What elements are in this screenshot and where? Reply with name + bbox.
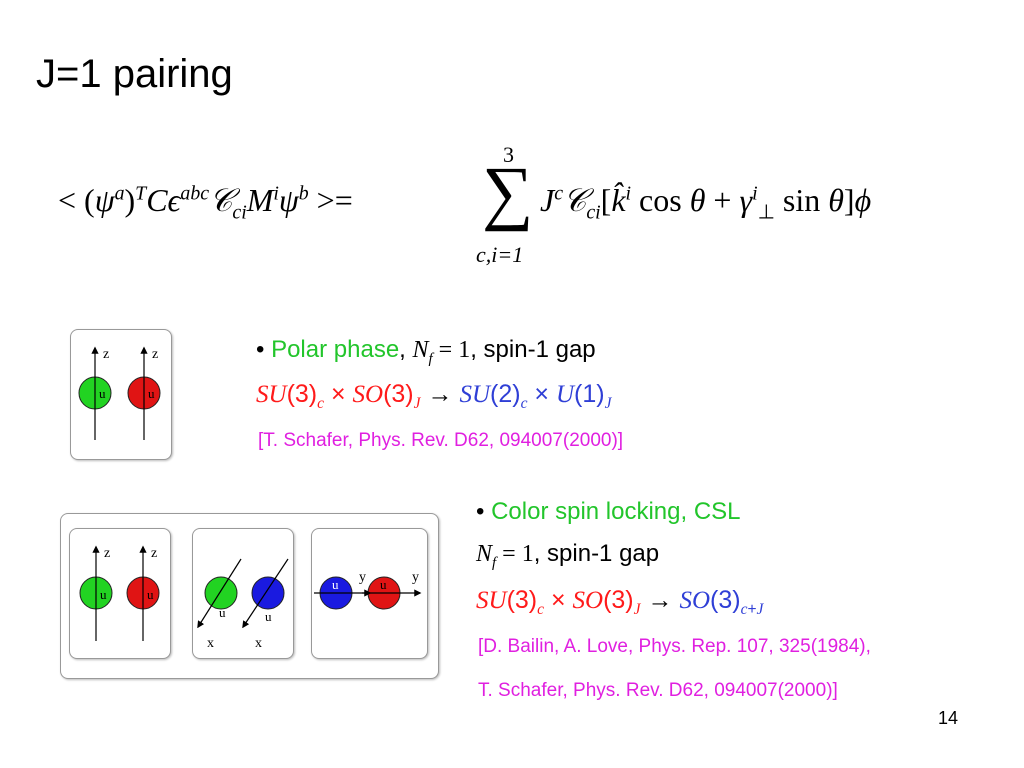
- polar-symmetry-breaking: SU(3)c × SO(3)J → SU(2)c × U(1)J: [256, 380, 612, 412]
- spin-arrow-x: [197, 558, 242, 629]
- sum-symbol: ∑: [482, 152, 534, 232]
- axis-label-z: z: [152, 347, 158, 362]
- axis-label-x: x: [255, 636, 262, 651]
- axis-label-y: y: [359, 570, 366, 585]
- quark-label: u: [99, 386, 106, 401]
- quark-label: u: [147, 587, 154, 602]
- quark-label: u: [332, 577, 339, 592]
- polar-heading: Polar phase: [271, 336, 400, 363]
- quark-label: u: [265, 609, 272, 624]
- quark-label: u: [100, 587, 107, 602]
- csl-heading: Color spin locking, CSL: [491, 498, 741, 525]
- quark-label: u: [380, 577, 387, 592]
- csl-panel-y: y y u u: [311, 528, 428, 659]
- polar-reference: [T. Schafer, Phys. Rev. D62, 094007(2000…: [258, 430, 624, 451]
- csl-reference-line-2: T. Schafer, Phys. Rev. D62, 094007(2000)…: [478, 680, 838, 701]
- polar-heading-line: • Polar phase, Nf = 1, spin-1 gap: [256, 336, 596, 367]
- csl-heading-line: • Color spin locking, CSL: [476, 498, 741, 525]
- page-number: 14: [938, 708, 959, 728]
- csl-panel-x: x x u u: [192, 528, 294, 659]
- csl-panel-z: z z u u: [69, 528, 171, 659]
- csl-symmetry-breaking: SU(3)c × SO(3)J → SO(3)c+J: [476, 586, 764, 618]
- axis-label-z: z: [104, 546, 110, 561]
- slide-title: J=1 pairing: [36, 52, 233, 96]
- axis-label-y: y: [412, 570, 419, 585]
- sum-upper-limit: 3: [503, 142, 514, 167]
- axis-label-z: z: [103, 347, 109, 362]
- csl-detail: , spin-1 gap: [533, 540, 660, 567]
- polar-spin-illustration: z z u u: [78, 346, 161, 440]
- axis-label-z: z: [151, 546, 157, 561]
- polar-phase-diagram: z z u u: [70, 329, 172, 460]
- equation-rhs: Jc𝒞ci[k̂i cos θ + γi⊥ sin θ]ϕ: [540, 182, 872, 224]
- blue-quark: [251, 576, 285, 610]
- flavor-count: Nf: [476, 541, 497, 571]
- csl-reference-line-1: [D. Bailin, A. Love, Phys. Rep. 107, 325…: [478, 636, 871, 657]
- quark-label: u: [148, 386, 155, 401]
- quark-label: u: [219, 605, 226, 620]
- axis-label-x: x: [207, 636, 214, 651]
- csl-gap-line: Nf = 1, spin-1 gap: [476, 540, 660, 571]
- spin-arrow-x: [242, 558, 289, 629]
- green-quark: [204, 576, 238, 610]
- polar-detail: , spin-1 gap: [470, 336, 596, 363]
- pairing-equation: < (ψa)TCϵabc𝒞ciMiψb >= 3 ∑ c,i=1 Jc𝒞ci[k…: [58, 138, 871, 268]
- equation-lhs: < (ψa)TCϵabc𝒞ciMiψb >=: [58, 182, 353, 224]
- csl-diagram: z z u u x x u u: [60, 513, 439, 679]
- sum-lower-limit: c,i=1: [476, 242, 524, 267]
- flavor-count: Nf: [412, 337, 433, 367]
